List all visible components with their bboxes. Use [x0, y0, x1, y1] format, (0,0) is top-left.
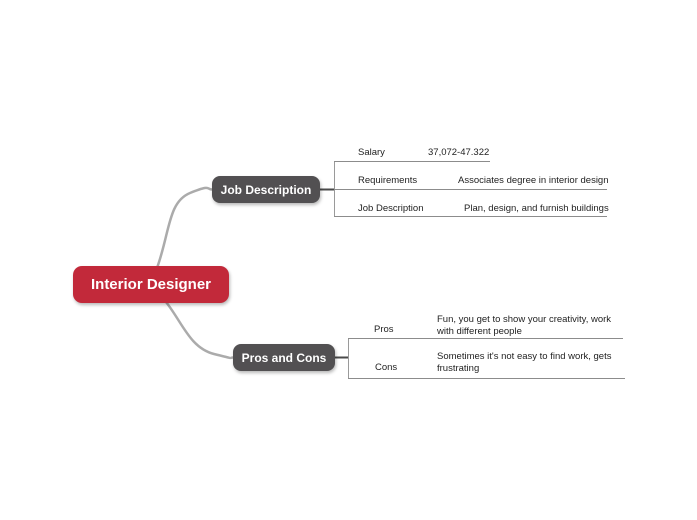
leaf-value-cons[interactable]: Sometimes it's not easy to find work, ge…: [437, 351, 612, 374]
leaf-label-pros[interactable]: Pros: [374, 324, 394, 335]
leaf-value-requirements[interactable]: Associates degree in interior design: [458, 175, 609, 186]
leaf-label-salary[interactable]: Salary: [358, 147, 385, 158]
leaf-value-salary[interactable]: 37,072-47.322: [428, 147, 490, 158]
leaf-value-job-description-row[interactable]: Plan, design, and furnish buildings: [464, 203, 609, 214]
root-node-label: Interior Designer: [90, 276, 212, 293]
branch-node-label: Pros and Cons: [241, 350, 327, 365]
leaf-label-cons[interactable]: Cons: [375, 362, 398, 373]
branch-node-pros-and-cons[interactable]: Pros and Cons: [233, 344, 335, 371]
root-node-interior-designer[interactable]: Interior Designer: [73, 266, 229, 303]
leaf-value-pros[interactable]: Fun, you get to show your creativity, wo…: [437, 314, 612, 337]
curve-root-to-pros-and-cons: [164, 300, 235, 360]
leaf-label-requirements[interactable]: Requirements: [358, 175, 418, 186]
branch-node-job-description[interactable]: Job Description: [212, 176, 320, 203]
branch-node-label: Job Description: [220, 182, 312, 197]
leaf-label-job-description-row[interactable]: Job Description: [358, 203, 424, 214]
curve-root-to-job-description: [155, 186, 214, 270]
